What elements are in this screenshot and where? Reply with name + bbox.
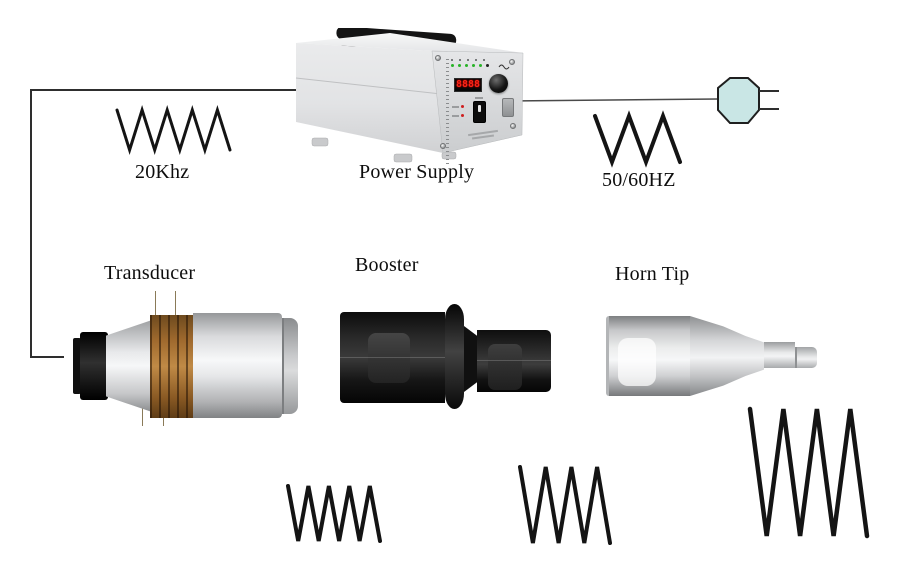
label-horn-tip: Horn Tip (615, 263, 690, 285)
waveform-layer (115, 104, 870, 545)
indicator-label (452, 106, 459, 108)
booster-wrench-flat (368, 333, 410, 383)
horn-tip-end (795, 347, 817, 368)
label-power-supply: Power Supply (359, 161, 475, 183)
chassis-seam (295, 77, 442, 95)
power-supply-unit: 8888 (292, 26, 524, 165)
booster-wrench-flat-small (488, 344, 522, 390)
chassis-foot (311, 137, 329, 147)
chassis-top-face (296, 33, 523, 53)
piezo-rings (150, 315, 193, 418)
panel-button[interactable] (502, 98, 514, 117)
panel-screw (509, 59, 515, 65)
label-booster: Booster (355, 254, 419, 276)
power-switch[interactable] (473, 101, 486, 123)
booster-highlight (340, 357, 445, 358)
status-led (465, 64, 468, 67)
panel-screw (440, 143, 446, 149)
power-supply-chassis (295, 26, 524, 163)
horn-tip-unit (600, 310, 825, 405)
booster-hub (464, 326, 478, 392)
booster-mounting-flange (445, 304, 464, 409)
status-led-off (486, 64, 489, 67)
wire-power-to-transducer (30, 89, 300, 358)
waveform-booster-output (518, 465, 612, 545)
status-led (451, 64, 454, 67)
booster-unit (335, 300, 560, 415)
status-led (479, 64, 482, 67)
horn-neck (764, 342, 795, 368)
sine-wave-icon (498, 64, 510, 70)
label-mains-frequency: 50/60HZ (602, 169, 676, 191)
leader-line (155, 291, 156, 318)
piezo-ring-stack (150, 315, 193, 418)
status-led (458, 64, 461, 67)
led-labels (451, 59, 491, 61)
transducer-body (193, 313, 282, 418)
transducer-unit (62, 288, 302, 433)
transducer-end-ring (282, 318, 298, 414)
leader-line (142, 400, 143, 426)
indicator-led-red (461, 114, 464, 117)
panel-screw (510, 123, 516, 129)
transducer-back-cone (106, 320, 152, 412)
horn-reflection (618, 338, 656, 386)
tuning-knob[interactable] (489, 74, 508, 93)
leader-line (175, 291, 176, 318)
waveform-transducer-output (286, 484, 382, 543)
status-led (472, 64, 475, 67)
horn-taper (690, 316, 764, 396)
indicator-led-red (461, 105, 464, 108)
chassis-foot (441, 151, 457, 160)
transducer-connector (80, 332, 108, 400)
waveform-input-20khz (115, 104, 232, 156)
label-transducer: Transducer (104, 262, 196, 284)
indicator-label (452, 115, 459, 117)
switch-label (475, 97, 483, 99)
wire-power-to-mains (504, 98, 719, 102)
power-switch-mark (478, 105, 481, 112)
waveform-horn-output (747, 406, 870, 539)
waveform-mains-50-60hz (593, 110, 682, 168)
panel-screw (435, 55, 441, 61)
transducer-plug (73, 338, 81, 394)
panel-scale-ticks (446, 59, 449, 165)
chassis-side-face (296, 43, 443, 153)
seven-segment-display: 8888 (454, 78, 482, 92)
label-input-frequency: 20Khz (135, 161, 190, 183)
chassis-foot (393, 153, 413, 163)
status-led-row (451, 64, 489, 67)
mains-octagon (717, 77, 760, 124)
booster-highlight (477, 360, 551, 361)
